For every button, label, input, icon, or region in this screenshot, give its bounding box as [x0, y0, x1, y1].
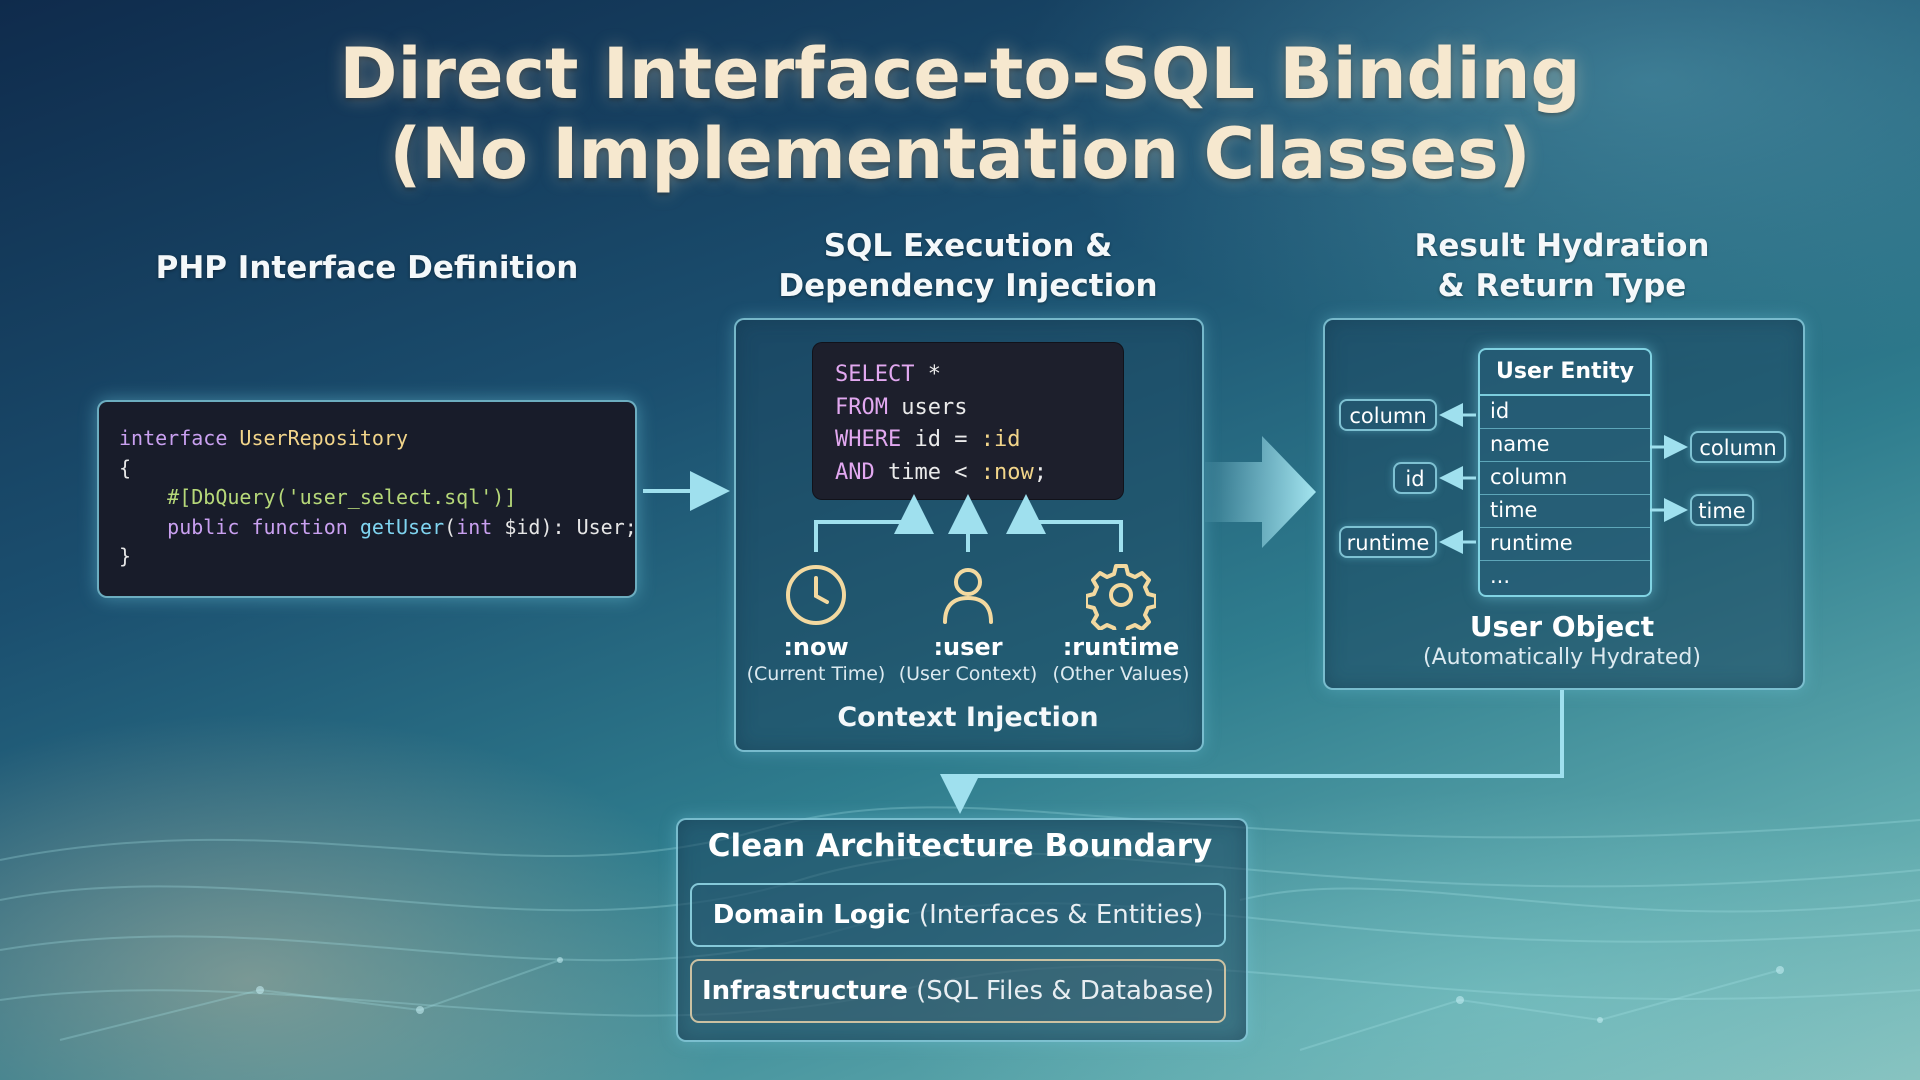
arrow-sql-to-result [1205, 436, 1316, 548]
arrow-result-to-architecture [960, 690, 1562, 806]
arrow-now-to-sql [816, 502, 914, 552]
arrow-runtime-to-sql [1026, 502, 1121, 552]
